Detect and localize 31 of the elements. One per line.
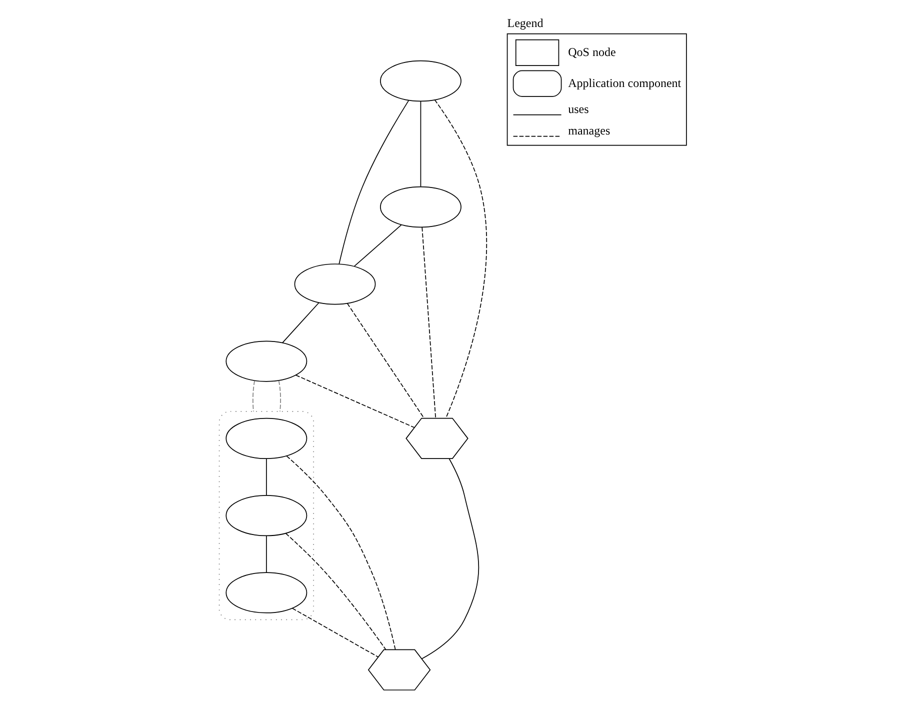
label: Legend: [507, 16, 544, 30]
legend-label: manages: [568, 123, 610, 138]
node-ellipse: [226, 495, 308, 536]
connector: [266, 535, 267, 573]
connector: [266, 458, 267, 496]
connector: [420, 100, 422, 187]
node-ellipse: [226, 418, 308, 459]
connector: [278, 380, 281, 412]
connector: [422, 227, 436, 418]
connector: [252, 380, 256, 412]
node-ellipse: [294, 264, 376, 305]
connector: [346, 302, 424, 419]
node-ellipse: [380, 186, 462, 228]
connector: [285, 532, 386, 650]
connector: [295, 374, 415, 428]
connector: [292, 608, 379, 658]
node-ellipse: [226, 572, 308, 614]
node-ellipse: [380, 60, 462, 102]
node-ellipse: [226, 340, 308, 382]
legend-label: Application component: [568, 76, 682, 90]
connector: [286, 456, 396, 650]
connector: [434, 100, 487, 419]
node-hexagon: [368, 649, 431, 690]
node-hexagon: [406, 418, 468, 459]
legend-label: QoS node: [568, 44, 616, 59]
legend-label: uses: [568, 102, 589, 116]
cluster: [218, 411, 314, 620]
connector: [282, 302, 320, 344]
connector: [354, 224, 402, 267]
connector: [421, 458, 480, 660]
connector: [338, 100, 410, 264]
